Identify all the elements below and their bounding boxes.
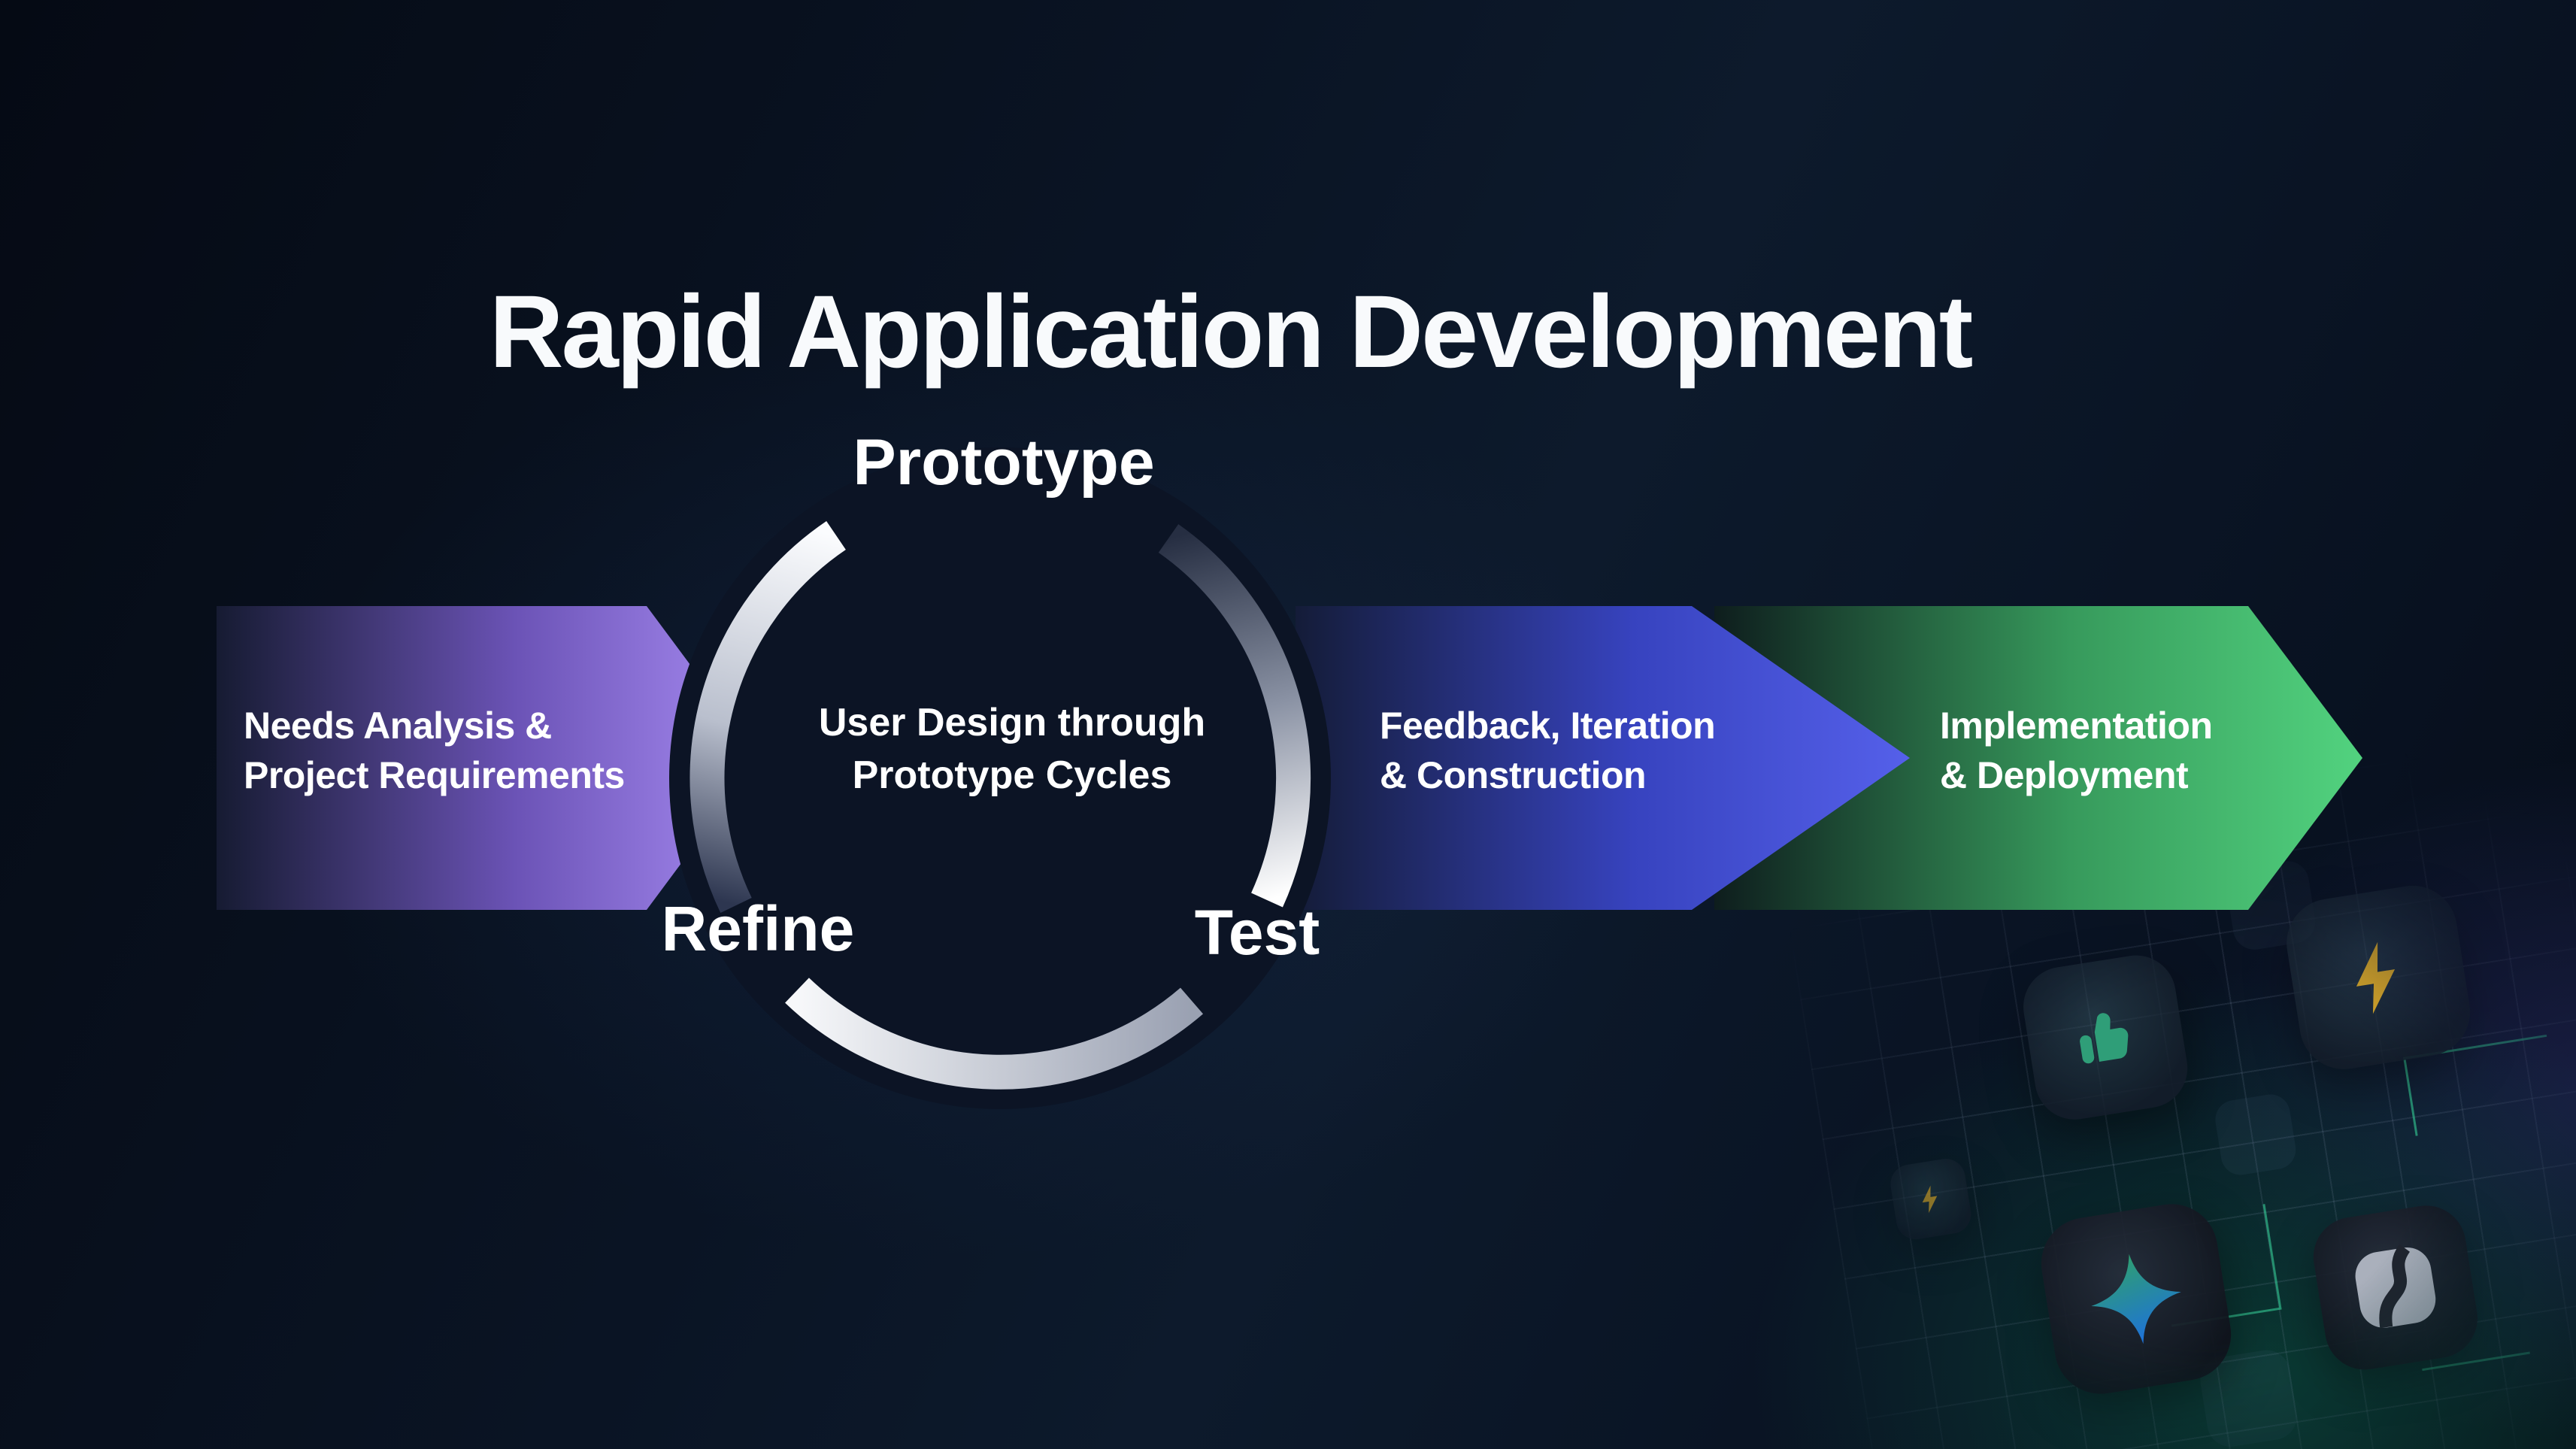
stage-arrow-needs-analysis: [217, 606, 759, 910]
cycle-ring-backdrop: [669, 447, 1331, 1109]
decor-tile-thumbs-up: [2017, 949, 2193, 1126]
stage-label-line: Feedback, Iteration: [1380, 705, 1716, 747]
cycle-label-prototype: Prototype: [853, 426, 1155, 499]
decor-tile-lightning: [2280, 879, 2477, 1076]
cycle-arc-right: [1158, 524, 1311, 908]
cycle-label-test: Test: [1194, 897, 1320, 968]
cycle-center-text: User Design through Prototype Cycles: [819, 696, 1205, 802]
stage-arrow-implementation: [1714, 606, 2362, 910]
stage-label-implementation: Implementation & Deployment: [1940, 701, 2213, 800]
stage-label-line: Implementation: [1940, 705, 2213, 747]
cycle-arc-left: [689, 520, 846, 913]
code-bolt-icon: [2355, 1244, 2436, 1329]
page-title: Rapid Application Development: [489, 274, 1974, 390]
decor-grid: [1767, 601, 2576, 1449]
cycle-center-line: Prototype Cycles: [852, 753, 1172, 797]
stage-label-line: Needs Analysis &: [244, 705, 552, 747]
cycle-arc-bottom: [785, 978, 1204, 1090]
sparkle-icon: [2091, 1253, 2181, 1344]
cycle-label-refine: Refine: [661, 893, 855, 964]
decor-tile-code-bolt: [2308, 1199, 2484, 1376]
stage-arrow-feedback: [1296, 606, 1910, 910]
decor-tile-sparkle: [2035, 1197, 2238, 1401]
stage-label-needs-analysis: Needs Analysis & Project Requirements: [244, 701, 625, 800]
cycle-center-line: User Design through: [818, 701, 1206, 744]
thumbs-up-icon: [2080, 1013, 2129, 1064]
lightning-icon: [2356, 941, 2396, 1014]
decor-tile-small-lightning: [1887, 1156, 1974, 1242]
stage-label-line: Project Requirements: [244, 754, 625, 796]
small-lightning-icon: [1922, 1185, 1938, 1214]
stage-label-feedback: Feedback, Iteration & Construction: [1380, 701, 1716, 800]
stage-label-line: & Construction: [1380, 754, 1647, 796]
stage-label-line: & Deployment: [1940, 754, 2189, 796]
